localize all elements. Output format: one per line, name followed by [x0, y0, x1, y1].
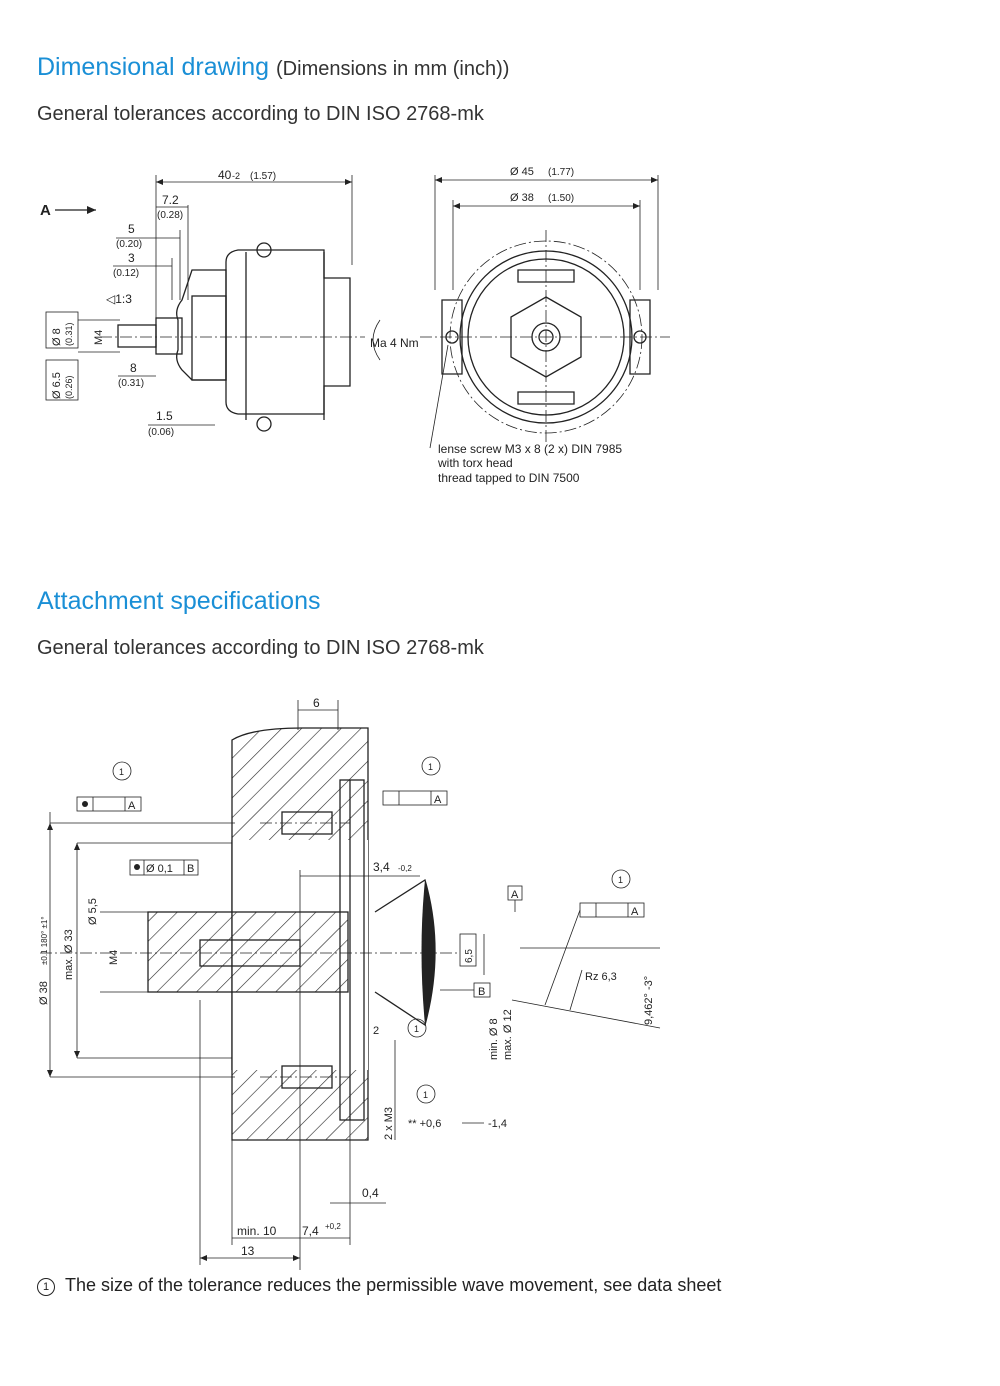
dim-d38-inch: (1.50): [548, 193, 574, 204]
fcf-ref-a-2: A: [434, 794, 442, 806]
circled-1-c: 1: [618, 875, 623, 885]
fcf-ref-b: B: [187, 863, 194, 875]
circled-1-b: 1: [428, 762, 433, 772]
fcf-runout: A: [579, 902, 645, 918]
footnote-text: The size of the tolerance reduces the pe…: [65, 1275, 722, 1295]
dimensional-drawing: A 40 -2 (1.57) 7.2 (0.28) 5 (0.20) 3 (0.…: [40, 166, 670, 485]
dim-7-2-inch: (0.28): [157, 210, 183, 221]
dim-d45: Ø 45: [510, 166, 534, 178]
dim-7-2: 7.2: [162, 193, 179, 207]
fcf-ref-a-1: A: [128, 800, 136, 812]
thread-m4-2: M4: [108, 950, 120, 965]
fcf-concentricity: A: [76, 796, 142, 812]
circled-1-a: 1: [119, 767, 124, 777]
tol-plus-0-6: ** +0,6: [408, 1118, 441, 1130]
dim-6-5: 6,5: [464, 949, 475, 963]
torque-value: Ma 4 Nm: [370, 336, 419, 350]
min-d8: min. Ø 8: [488, 1018, 500, 1060]
circled-1-e: 1: [423, 1090, 428, 1100]
dim-1-5-inch: (0.06): [148, 427, 174, 438]
dim-8-inch: (0.31): [118, 378, 144, 389]
datum-a: A: [511, 889, 519, 901]
fcf-position-b: Ø 0,1 B: [129, 859, 199, 876]
dim-min-10: min. 10: [237, 1224, 277, 1238]
taper-ratio: ◁1:3: [106, 292, 132, 306]
dim-3-4: 3,4: [373, 860, 390, 874]
tol-minus-1-4: -1,4: [488, 1118, 507, 1130]
dim-d38: Ø 38: [38, 981, 50, 1005]
thread-m4: M4: [93, 330, 105, 345]
dimensional-drawing-heading: Dimensional drawing (Dimensions in mm (i…: [37, 53, 509, 82]
dim-7-4-tol: +0,2: [325, 1222, 341, 1231]
attachment-drawing: 6 Ø 38 ±0.1 180° ±1° max. Ø 33 Ø 5,5 M4 …: [38, 696, 661, 1270]
screw-note-line2: with torx head: [437, 456, 513, 470]
dim-0-4: 0,4: [362, 1186, 379, 1200]
dim-3-4-tol: -0,2: [398, 864, 412, 873]
angle-dim: 9,462° -3°: [643, 976, 655, 1025]
dim-2: 2: [373, 1025, 379, 1037]
tolerance-footnote: 1 The size of the tolerance reduces the p…: [37, 1275, 721, 1296]
general-tolerance-note-2: General tolerances according to DIN ISO …: [37, 637, 484, 659]
screw-note-line3: thread tapped to DIN 7500: [438, 471, 580, 485]
dim-length-inch: (1.57): [250, 171, 276, 182]
dim-5: 5: [128, 222, 135, 236]
dim-5-inch: (0.20): [116, 239, 142, 250]
fcf-value-b: Ø 0,1: [146, 863, 173, 875]
dim-d38-tol: ±0.1 180° ±1°: [40, 916, 49, 965]
dim-d6-5: Ø 6.5: [51, 372, 63, 399]
fcf-perpendicularity: A: [382, 790, 448, 806]
dim-length: 40: [218, 168, 232, 182]
footnote-marker: 1: [37, 1278, 55, 1296]
dim-d38: Ø 38: [510, 192, 534, 204]
datum-b: B: [478, 986, 485, 998]
dim-8: 8: [130, 361, 137, 375]
dimensions-unit-note: (Dimensions in mm (inch)): [276, 58, 510, 80]
view-a-label: A: [40, 202, 51, 219]
dim-d6-5-inch: (0.26): [64, 375, 74, 399]
dim-d8: Ø 8: [51, 328, 63, 346]
dim-d5-5: Ø 5,5: [87, 898, 99, 925]
max-d12: max. Ø 12: [502, 1009, 514, 1060]
attachment-specifications-heading: Attachment specifications: [37, 587, 321, 615]
roughness-rz: Rz 6,3: [585, 971, 617, 983]
dim-1-5: 1.5: [156, 409, 173, 423]
dim-6: 6: [313, 696, 320, 710]
dim-length-tol: -2: [232, 171, 240, 181]
dim-13: 13: [241, 1244, 255, 1258]
dim-d45-inch: (1.77): [548, 167, 574, 178]
screw-note-line1: lense screw M3 x 8 (2 x) DIN 7985: [438, 442, 622, 456]
circled-1-d: 1: [414, 1024, 419, 1034]
dim-7-4: 7,4: [302, 1224, 319, 1238]
dim-max-d33: max. Ø 33: [63, 929, 75, 980]
fcf-ref-a-3: A: [631, 906, 639, 918]
dimensional-drawing-title: Dimensional drawing: [37, 53, 270, 81]
dim-d8-inch: (0.31): [64, 322, 74, 346]
general-tolerance-note-1: General tolerances according to DIN ISO …: [37, 103, 484, 125]
dim-3-inch: (0.12): [113, 268, 139, 279]
two-m3: 2 x M3: [383, 1107, 395, 1140]
dim-3: 3: [128, 251, 135, 265]
